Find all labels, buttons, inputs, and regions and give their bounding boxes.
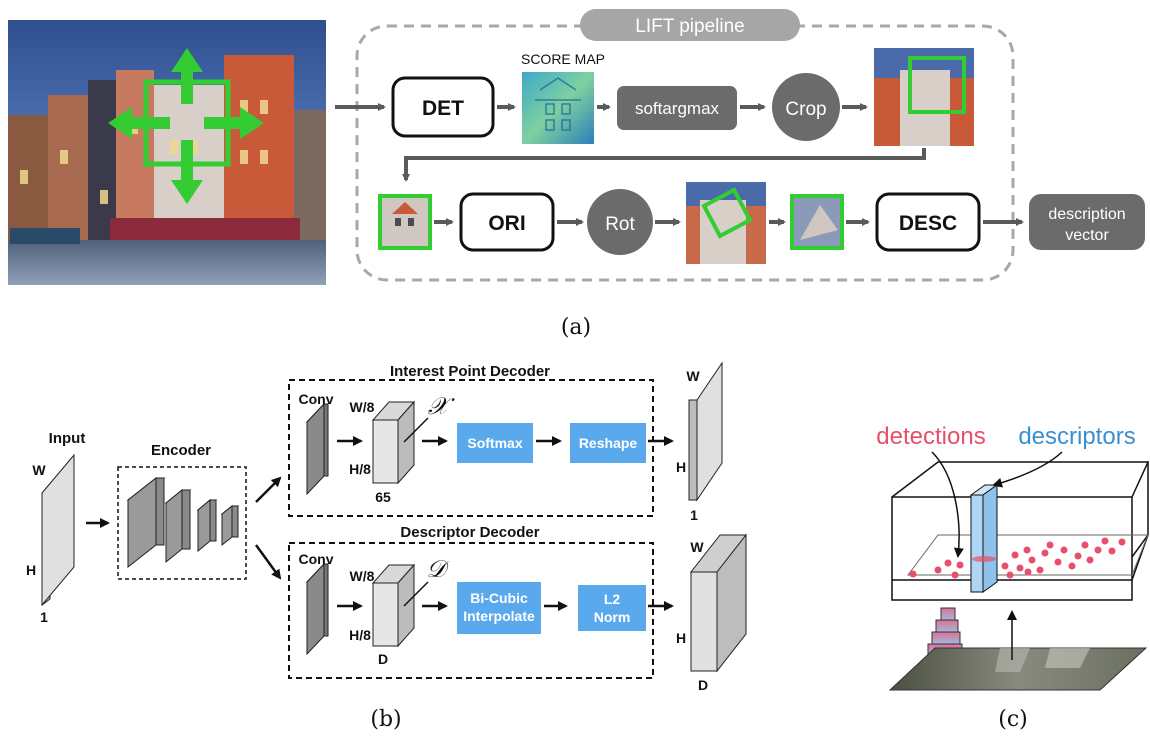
ori-label: ORI	[488, 212, 525, 235]
descriptor-column	[969, 484, 999, 593]
score-map-label: SCORE MAP	[521, 51, 605, 67]
bicubic-line1: Bi-Cubic	[470, 590, 528, 606]
reshape-label: Reshape	[579, 435, 638, 451]
panel-c: detections descriptors	[876, 423, 1150, 732]
descriptors-label: descriptors	[1018, 423, 1135, 450]
dd-conv-slab	[305, 562, 330, 656]
bicubic-box	[457, 582, 541, 634]
ipd-conv-slab	[305, 402, 330, 496]
panel-b: Input W H 1 Encoder Interest Point Decod…	[26, 361, 748, 732]
ipd-out-c: 1	[690, 507, 698, 523]
crop-label: Crop	[785, 99, 826, 120]
ori-box	[459, 192, 555, 252]
detection-points	[909, 537, 1126, 579]
dd-h8: H/8	[349, 627, 371, 643]
softmax-box	[457, 423, 533, 463]
ipd-w8: W/8	[350, 399, 375, 415]
ipd-out-h: H	[676, 459, 686, 475]
dd-symbol: 𝒟	[426, 555, 450, 583]
bicubic-line2: Interpolate	[463, 608, 535, 624]
description-vector-box	[1029, 194, 1145, 250]
panel-a: LIFT pipeline DET SCORE MAP softargmax C…	[8, 9, 1145, 340]
arrow-encoder-to-dd	[254, 544, 282, 580]
pipeline-title-pill	[580, 9, 800, 41]
input-h: H	[26, 562, 36, 578]
dd-out-w: W	[690, 539, 704, 555]
patch-2	[790, 194, 844, 250]
crop-node	[772, 73, 840, 141]
city-photo	[8, 20, 326, 285]
desc-label: DESC	[899, 212, 957, 235]
input-c: 1	[40, 609, 48, 625]
rot-node	[587, 189, 653, 255]
reshape-box	[570, 423, 646, 463]
input-label: Input	[49, 430, 86, 447]
dd-w8: W/8	[350, 568, 375, 584]
descriptors-pointer	[992, 451, 1063, 488]
dd-symbol-pointer	[403, 581, 429, 607]
description-vector-line2: vector	[1065, 227, 1109, 244]
ipd-h8: H/8	[349, 461, 371, 477]
desc-box	[875, 192, 981, 252]
input-image-plane	[888, 647, 1148, 691]
detections-label: detections	[876, 423, 985, 450]
crop-thumbnail	[874, 48, 974, 146]
ipd-symbol: 𝒳	[428, 392, 456, 420]
detections-pointer	[931, 451, 964, 558]
caption-c: (c)	[998, 707, 1028, 732]
softmax-label: Softmax	[467, 435, 522, 451]
feature-volume	[891, 461, 1150, 601]
encoder-box	[117, 466, 247, 580]
caption-a: (a)	[561, 315, 591, 340]
det-label: DET	[422, 97, 464, 120]
ipd-conv-label: Conv	[299, 391, 334, 407]
rotated-thumbnail	[686, 182, 766, 264]
ipd-box	[288, 379, 654, 517]
ipd-symbol-pointer	[403, 417, 429, 443]
description-vector-line1: description	[1048, 206, 1125, 223]
input-w: W	[32, 462, 46, 478]
l2norm-line1: L2	[604, 591, 621, 607]
ipd-output-slab	[688, 361, 723, 502]
pipeline-title: LIFT pipeline	[635, 16, 745, 37]
caption-b: (b)	[370, 707, 401, 732]
l2norm-box	[578, 585, 646, 631]
input-slab	[41, 453, 75, 607]
dd-out-c: D	[698, 677, 708, 693]
ipd-out-w: W	[686, 368, 700, 384]
det-box	[391, 76, 495, 138]
arrow-return	[402, 148, 926, 182]
dd-title: Descriptor Decoder	[400, 524, 539, 541]
ipd-channels: 65	[375, 489, 391, 505]
arrow-encoder-to-ipd	[255, 476, 282, 503]
patch-1	[378, 194, 432, 250]
dd-cube	[371, 563, 416, 648]
ipd-title: Interest Point Decoder	[390, 363, 550, 380]
encoder-layers	[126, 476, 240, 569]
softargmax-box	[617, 86, 737, 130]
l2norm-line2: Norm	[594, 609, 631, 625]
encoder-label: Encoder	[151, 442, 211, 459]
dd-box	[288, 542, 654, 679]
dd-output-block	[689, 533, 748, 673]
softargmax-label: softargmax	[635, 99, 720, 118]
ipd-cube	[371, 400, 416, 485]
rot-label: Rot	[605, 214, 635, 235]
dd-out-h: H	[676, 630, 686, 646]
dd-channels: D	[378, 651, 388, 667]
keypoint-box-overlay	[108, 48, 264, 204]
dd-conv-label: Conv	[299, 551, 334, 567]
score-map-image	[522, 72, 594, 144]
